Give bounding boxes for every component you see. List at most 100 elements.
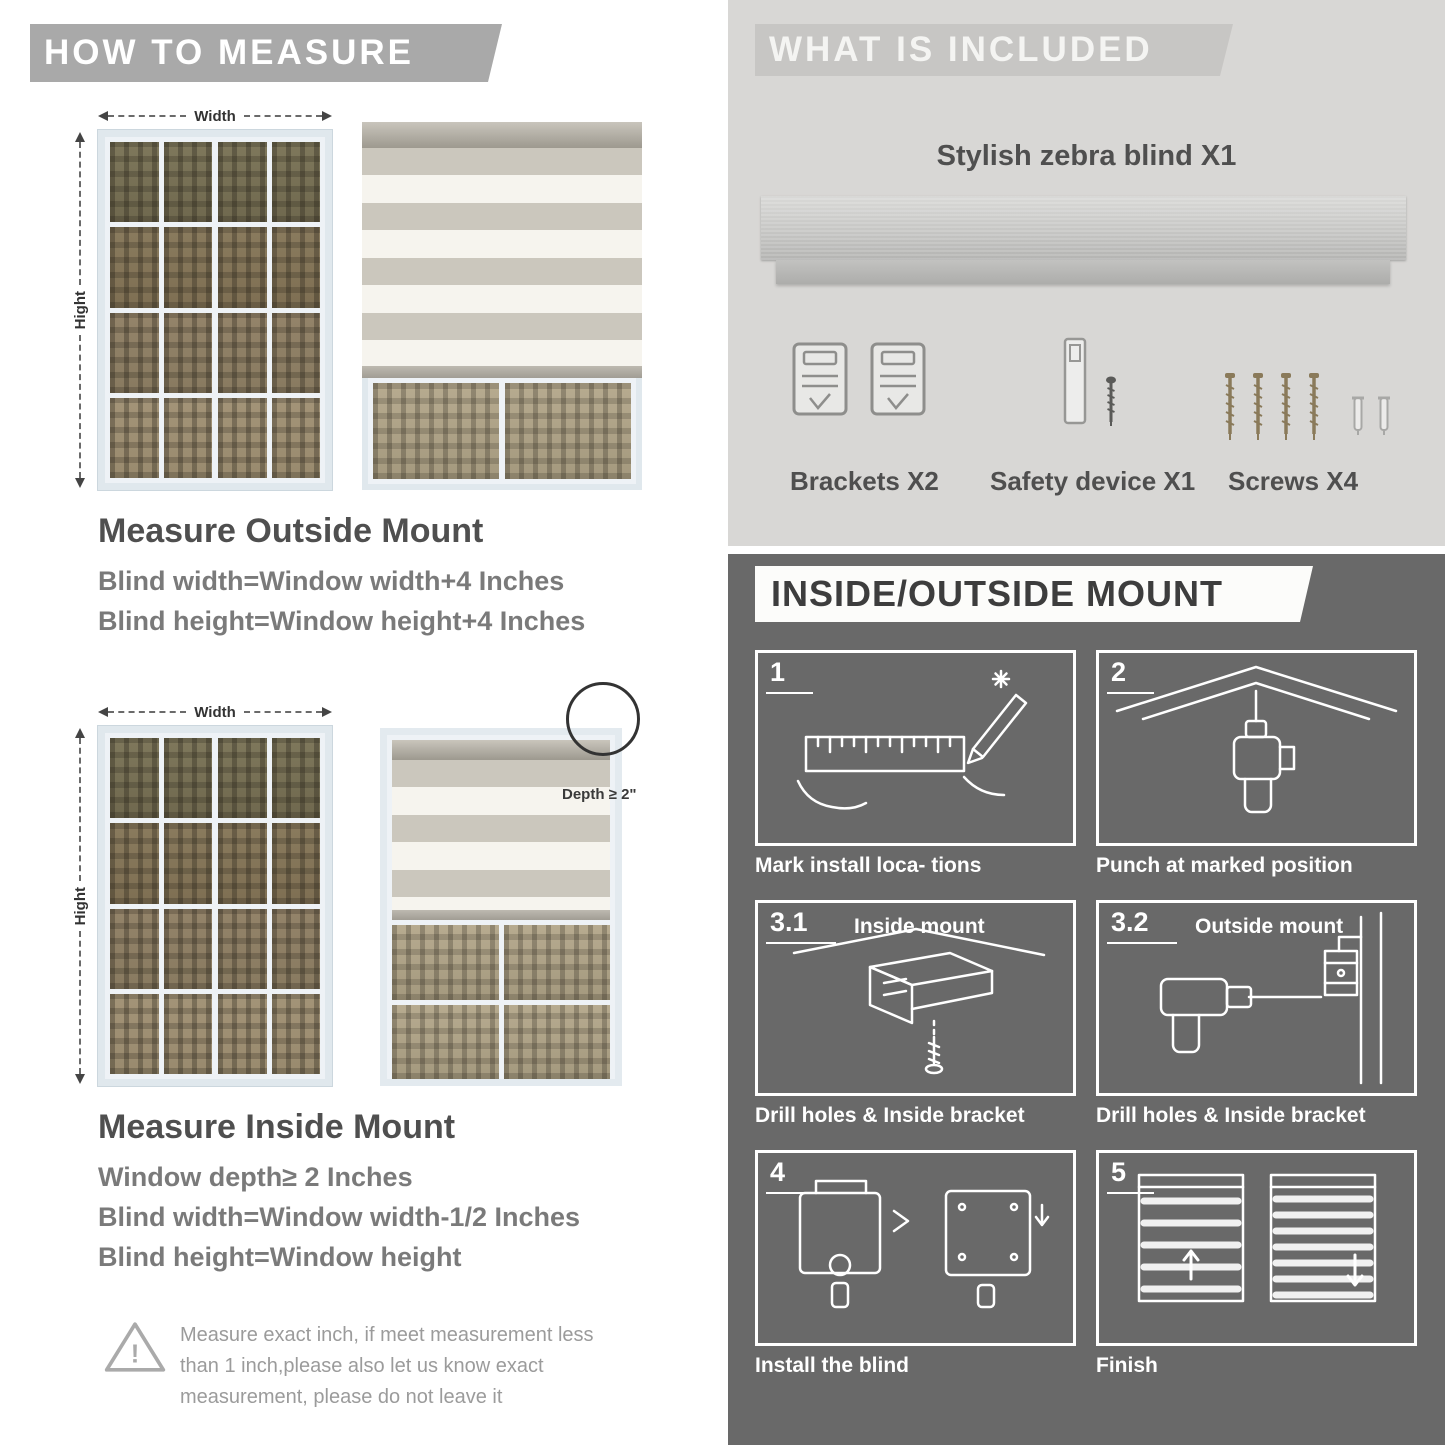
step-caption: Finish (1096, 1354, 1158, 1377)
mount-step-3-2: 3.2 Outside mount (1096, 900, 1417, 1134)
mount-step-4: 4 (755, 1150, 1076, 1384)
inside-bracket-illustration (792, 927, 1046, 1075)
step-number: 4 (766, 1157, 814, 1194)
screw-icon (1253, 373, 1263, 440)
mount-step-1: 1 Ma (755, 650, 1076, 884)
outside-mount-line-1: Blind width=Window width+4 Inches (98, 566, 565, 596)
step-number: 2 (1107, 657, 1155, 694)
blind-headrail (392, 740, 610, 760)
warning-triangle-icon: ! (103, 1318, 167, 1381)
arrow-up-icon (75, 728, 85, 738)
width-label: Width (194, 107, 236, 125)
step-panel: 5 (1096, 1150, 1417, 1346)
screw-icon (1309, 373, 1319, 440)
right-column: WHAT IS INCLUDED Stylish zebra blind X1 (728, 0, 1445, 1445)
inside-mount-line-2: Blind width=Window width-1/2 Inches (98, 1202, 581, 1232)
step-title: Inside mount (854, 915, 985, 938)
mount-step-3-1: 3.1 Inside mount (755, 900, 1076, 1134)
mount-step-2: 2 Pu (1096, 650, 1417, 884)
bracket-icon (792, 342, 848, 416)
arrow-up-icon (75, 132, 85, 142)
outside-mount-line-2: Blind height=Window height+4 Inches (98, 606, 586, 636)
step-panel: 3.1 Inside mount (755, 900, 1076, 1096)
how-to-measure-section: HOW TO MEASURE Width Hight (0, 0, 718, 1445)
height-arrow-outside: Hight (71, 132, 89, 489)
step-caption: Punch at marked position (1096, 854, 1353, 877)
window-under-blind (392, 925, 610, 1079)
inside-outside-mount-section: INSIDE/OUTSIDE MOUNT 1 (728, 554, 1445, 1445)
step-number: 3.2 (1107, 907, 1177, 944)
zebra-blind-outside-mount (362, 122, 642, 490)
arrow-down-icon (75, 478, 85, 489)
blind-headrail-bottom (776, 260, 1390, 284)
arrow-right-icon (322, 707, 333, 717)
mark-locations-illustration (796, 669, 1028, 810)
inside-outside-mount-header: INSIDE/OUTSIDE MOUNT (755, 566, 1313, 622)
measurement-warning-text: Measure exact inch, if meet measurement … (180, 1324, 594, 1408)
step-panel: 2 (1096, 650, 1417, 846)
window-photo-inside (98, 726, 332, 1086)
zebra-blind-inside-mount (380, 728, 622, 1086)
step-number: 1 (766, 657, 814, 694)
what-is-included-header: WHAT IS INCLUDED (755, 24, 1233, 76)
screw-icon (1106, 376, 1116, 426)
arrow-down-icon (75, 1074, 85, 1085)
screw-icon (1281, 373, 1291, 440)
blind-item-label: Stylish zebra blind X1 (936, 140, 1237, 172)
window-photo-outside (98, 130, 332, 490)
blind-stripes (362, 148, 642, 366)
height-label: Hight (71, 886, 89, 926)
bracket-icon (870, 342, 926, 416)
mount-steps-grid: 1 Ma (755, 650, 1417, 1384)
mount-step-5: 5 (1096, 1150, 1417, 1384)
outside-bracket-illustration (1159, 911, 1383, 1085)
arrow-left-icon (98, 707, 108, 717)
what-is-included-section: WHAT IS INCLUDED Stylish zebra blind X1 (728, 0, 1445, 546)
anchors-icons (1350, 394, 1392, 440)
step-panel: 1 (755, 650, 1076, 846)
screw-icon (1225, 373, 1235, 440)
screws-icons (1222, 372, 1322, 442)
step-panel: 3.2 Outside mount (1096, 900, 1417, 1096)
screws-label: Screws X4 (1228, 466, 1359, 496)
height-arrow-inside: Hight (71, 728, 89, 1085)
drill-ceiling-illustration (1115, 665, 1398, 814)
inside-mount-line-1: Window depth≥ 2 Inches (98, 1162, 413, 1192)
step-caption: Drill holes & Inside bracket (755, 1104, 1025, 1127)
step-caption: Drill holes & Inside bracket (1096, 1104, 1366, 1127)
blind-bottomrail (362, 366, 642, 378)
step-caption: Install the blind (755, 1354, 910, 1377)
step-title: Outside mount (1195, 915, 1344, 938)
wall-anchor-icon (1378, 396, 1390, 435)
wall-anchor-icon (1352, 396, 1364, 435)
how-to-measure-header: HOW TO MEASURE (30, 24, 502, 82)
blind-stripes (392, 760, 610, 910)
brackets-label: Brackets X2 (790, 466, 939, 496)
step-number: 3.1 (766, 907, 836, 944)
install-blind-illustration (798, 1179, 1050, 1309)
width-arrow-outside: Width (98, 107, 333, 125)
width-label: Width (194, 703, 236, 721)
arrow-right-icon (322, 111, 333, 121)
depth-callout-circle (566, 682, 640, 756)
step-number: 5 (1107, 1157, 1155, 1194)
window-under-blind (362, 378, 642, 490)
warning-exclamation: ! (131, 1341, 140, 1369)
safety-device-label: Safety device X1 (990, 466, 1196, 496)
height-label: Hight (71, 290, 89, 330)
blind-bottomrail (392, 910, 610, 920)
inside-mount-title: Measure Inside Mount (98, 1108, 456, 1146)
inside-mount-line-3: Blind height=Window height (98, 1242, 462, 1272)
blind-headrail (362, 122, 642, 148)
width-arrow-inside: Width (98, 703, 333, 721)
step-caption: Mark install loca- tions (755, 854, 982, 877)
blind-headrail-illustration (761, 196, 1406, 260)
brackets-icons (788, 340, 930, 420)
safety-device-icons (1058, 336, 1118, 428)
outside-mount-title: Measure Outside Mount (98, 512, 484, 550)
safety-device-icon (1063, 337, 1087, 425)
depth-callout-label: Depth ≥ 2" (562, 786, 637, 803)
step-panel: 4 (755, 1150, 1076, 1346)
arrow-left-icon (98, 111, 108, 121)
